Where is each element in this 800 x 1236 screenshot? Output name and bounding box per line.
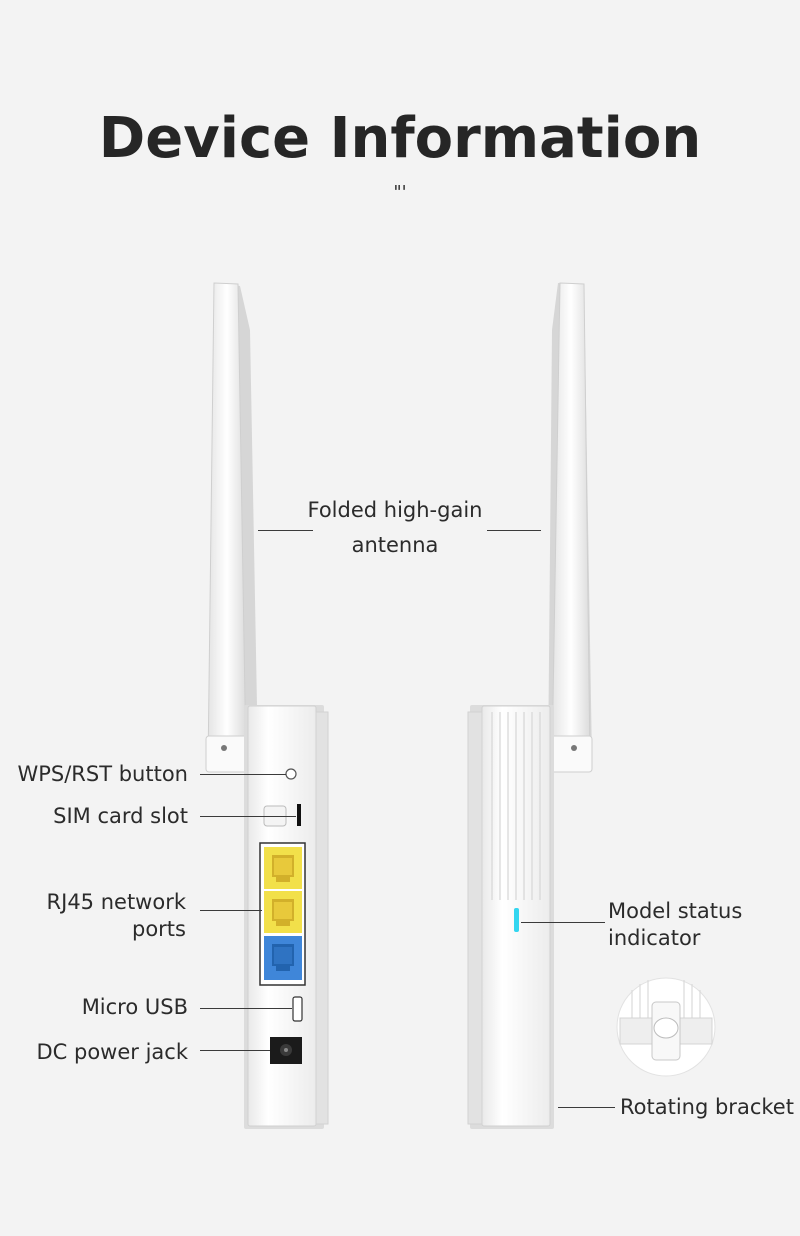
usb-leader: [200, 1008, 292, 1009]
bracket-leader: [558, 1107, 615, 1108]
page-title: Device Information: [98, 106, 702, 171]
antenna-label-line2: antenna: [351, 533, 439, 557]
rj45-label: RJ45 network ports: [0, 889, 186, 943]
rj45-label-line1: RJ45 network: [46, 890, 186, 914]
title-ornament: "': [393, 182, 407, 203]
sim-slot-label: SIM card slot: [53, 804, 188, 828]
status-label-line2: indicator: [608, 926, 701, 950]
dc-leader: [200, 1050, 270, 1051]
left-antenna-icon: [205, 282, 258, 773]
wps-rst-label: WPS/RST button: [17, 762, 188, 786]
rotating-bracket-label: Rotating bracket: [620, 1095, 794, 1119]
wps-leader: [200, 774, 286, 775]
router-front-view: [467, 705, 554, 1129]
antenna-leader-right: [487, 530, 541, 531]
status-leader: [521, 922, 605, 923]
right-antenna-icon: [547, 282, 593, 773]
dc-power-label: DC power jack: [36, 1040, 188, 1064]
antenna-label-line1: Folded high-gain: [307, 498, 483, 522]
antenna-label: Folded high-gain antenna: [300, 497, 490, 559]
antenna-leader-left: [258, 530, 313, 531]
rotating-bracket-icon: [616, 977, 716, 1077]
sim-leader: [200, 816, 296, 817]
status-label-line1: Model status: [608, 899, 743, 923]
micro-usb-label: Micro USB: [81, 995, 188, 1019]
micro-usb-icon: [292, 996, 303, 1022]
status-indicator-label: Model status indicator: [608, 898, 742, 952]
rj45-leader: [200, 910, 262, 911]
wps-button-icon: [285, 768, 297, 780]
rj45-label-line2: ports: [132, 917, 186, 941]
router-side-view-ports: [244, 705, 329, 1129]
status-led-icon: [514, 908, 519, 932]
